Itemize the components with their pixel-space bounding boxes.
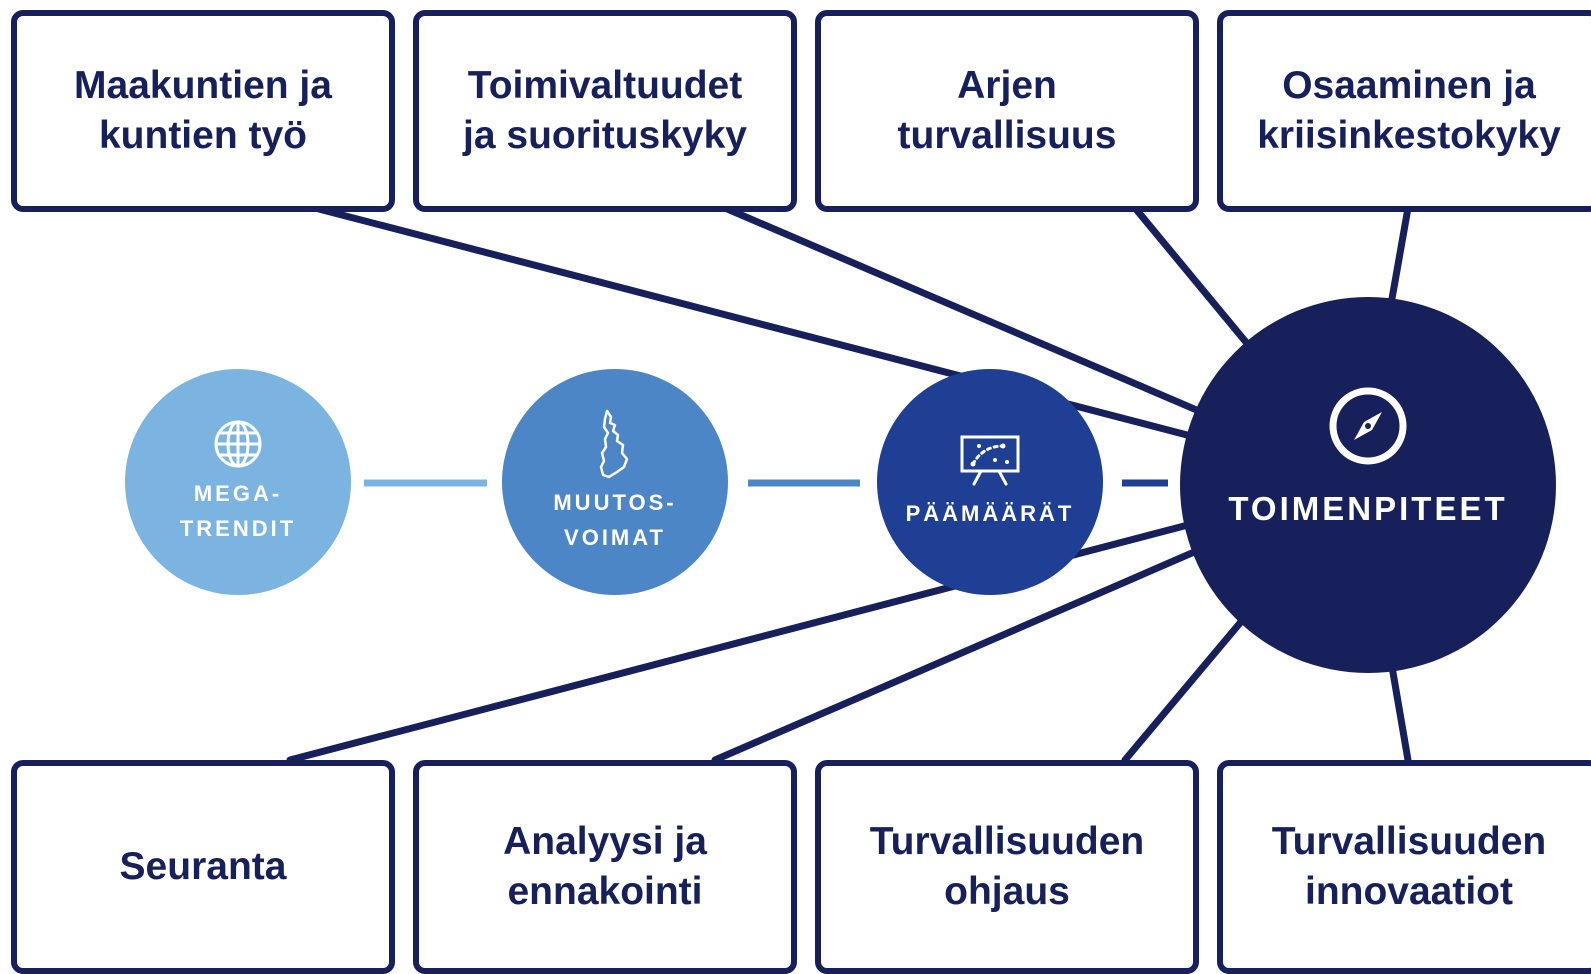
globe-icon [214,420,262,468]
box-maakuntien-ja-kuntien-tyo: Maakuntien ja kuntien työ [11,10,395,212]
circle-label: MEGA- TRENDIT [179,481,297,541]
circle-toimenpiteet: TOIMENPITEET [1180,297,1556,673]
box-label: Maakuntien ja kuntien työ [74,64,332,157]
compass-icon [1329,387,1407,465]
box-toimivaltuudet: Toimivaltuudet ja suorituskyky [413,10,797,212]
box-osaaminen: Osaaminen ja kriisinkestokyky [1217,10,1591,212]
circle-label: MUUTOS- VOIMAT [553,490,677,550]
box-label: Turvallisuuden innovaatiot [1271,820,1547,913]
circle-megatrendit: MEGA- TRENDIT [125,369,351,595]
box-analyysi-ja-ennakointi: Analyysi ja ennakointi [413,760,797,974]
box-turvallisuuden-innovaatiot: Turvallisuuden innovaatiot [1217,760,1591,974]
circle-label: PÄÄMÄÄRÄT [905,500,1075,526]
box-label: Seuranta [119,845,287,888]
box-seuranta: Seuranta [11,760,395,974]
circle-label: TOIMENPITEET [1228,490,1508,527]
box-label: Toimivaltuudet ja suorituskyky [463,64,747,157]
connector-bottom-1 [286,476,1364,764]
circle-paamaarat: PÄÄMÄÄRÄT [877,369,1103,595]
circle-muutosvoimat: MUUTOS- VOIMAT [502,369,728,595]
finland-map-icon [599,409,629,479]
box-label: Analyysi ja ennakointi [503,820,707,913]
presentation-board-icon [960,435,1020,485]
box-label: Arjen turvallisuus [897,64,1117,157]
box-label: Osaaminen ja kriisinkestokyky [1257,64,1561,157]
box-arjen-turvallisuus: Arjen turvallisuus [815,10,1199,212]
box-label: Turvallisuuden ohjaus [869,820,1145,913]
box-turvallisuuden-ohjaus: Turvallisuuden ohjaus [815,760,1199,974]
